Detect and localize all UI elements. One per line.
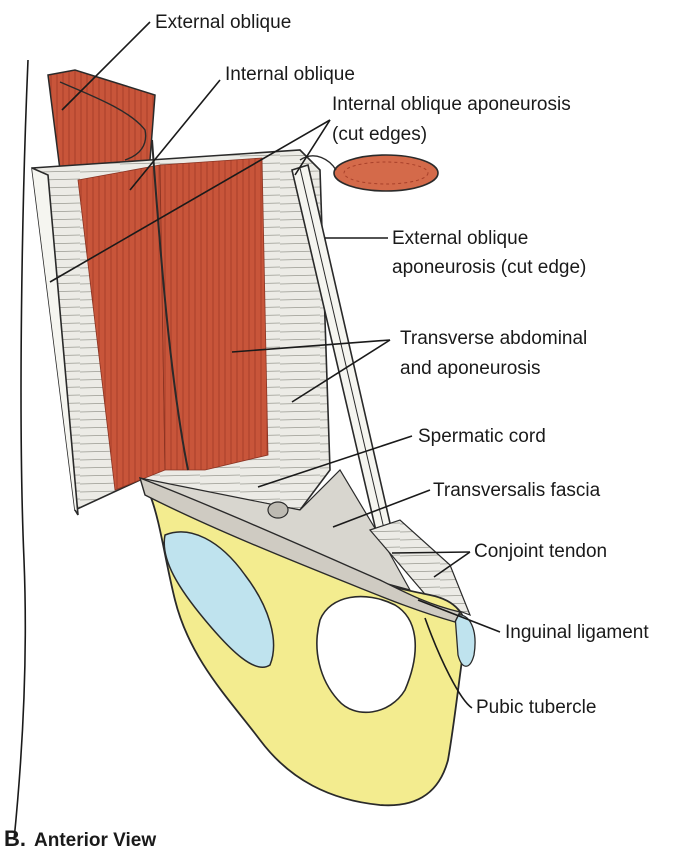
body-outline	[14, 60, 28, 840]
label-conjoint-tendon: Conjoint tendon	[474, 541, 607, 562]
label-external-oblique: External oblique	[155, 12, 291, 33]
label-transverse-2: and aponeurosis	[400, 358, 541, 379]
label-transverse-1: Transverse abdominal	[400, 328, 587, 349]
label-io-aponeurosis-1: Internal oblique aponeurosis	[332, 94, 571, 115]
label-transversalis-fascia: Transversalis fascia	[433, 480, 601, 501]
caption-text: Anterior View	[34, 830, 156, 851]
label-internal-oblique: Internal oblique	[225, 64, 355, 85]
label-spermatic-cord: Spermatic cord	[418, 426, 546, 447]
label-pubic-tubercle: Pubic tubercle	[476, 697, 596, 718]
label-eo-aponeurosis-2: aponeurosis (cut edge)	[392, 257, 586, 278]
leader-conjoint-a	[392, 552, 470, 553]
external-oblique-flap	[48, 70, 155, 170]
label-eo-aponeurosis-1: External oblique	[392, 228, 528, 249]
caption-letter: B.	[4, 826, 26, 851]
label-io-aponeurosis-2: (cut edges)	[332, 124, 427, 145]
label-inguinal-ligament: Inguinal ligament	[505, 622, 649, 643]
